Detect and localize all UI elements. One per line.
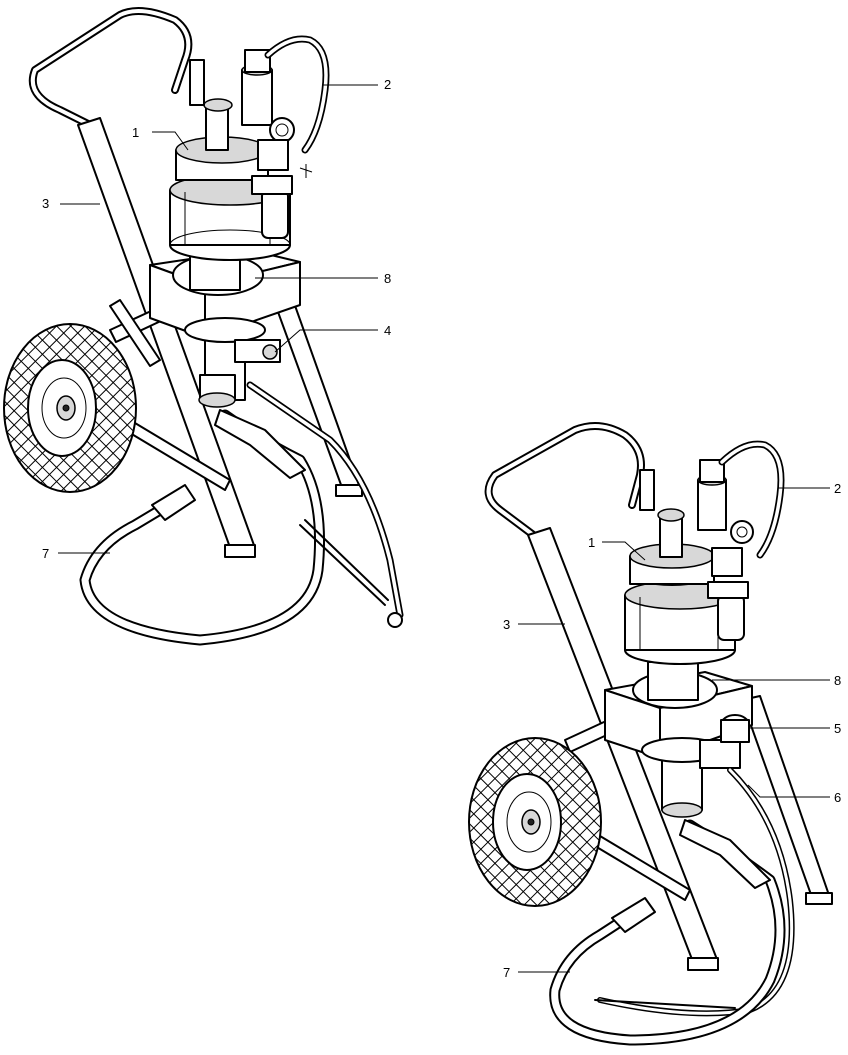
air-motor xyxy=(624,543,736,665)
callout-label: 8 xyxy=(384,271,391,286)
callout-label: 3 xyxy=(503,617,510,632)
callout-label: 4 xyxy=(384,323,391,338)
callout-label: 6 xyxy=(834,790,841,805)
cart-unit-upper-left: 1 2 3 8 4 7 xyxy=(3,7,404,646)
callout-label: 1 xyxy=(588,535,595,550)
callout-label: 3 xyxy=(42,196,49,211)
callout-label: 7 xyxy=(503,965,510,980)
callout-label: 7 xyxy=(42,546,49,561)
callout-label: 5 xyxy=(834,721,841,736)
callout-label: 8 xyxy=(834,673,841,688)
cart-handle xyxy=(484,422,645,544)
callout-label: 2 xyxy=(834,481,841,496)
callout-label: 1 xyxy=(132,125,139,140)
lower-pump xyxy=(184,317,281,408)
wheel xyxy=(468,737,602,907)
lower-pump xyxy=(641,714,750,818)
cart-unit-lower-right: 1 2 3 8 5 6 7 xyxy=(468,422,841,1046)
cart-handle xyxy=(28,7,193,134)
callout-label: 2 xyxy=(384,77,391,92)
wheel xyxy=(3,323,137,493)
